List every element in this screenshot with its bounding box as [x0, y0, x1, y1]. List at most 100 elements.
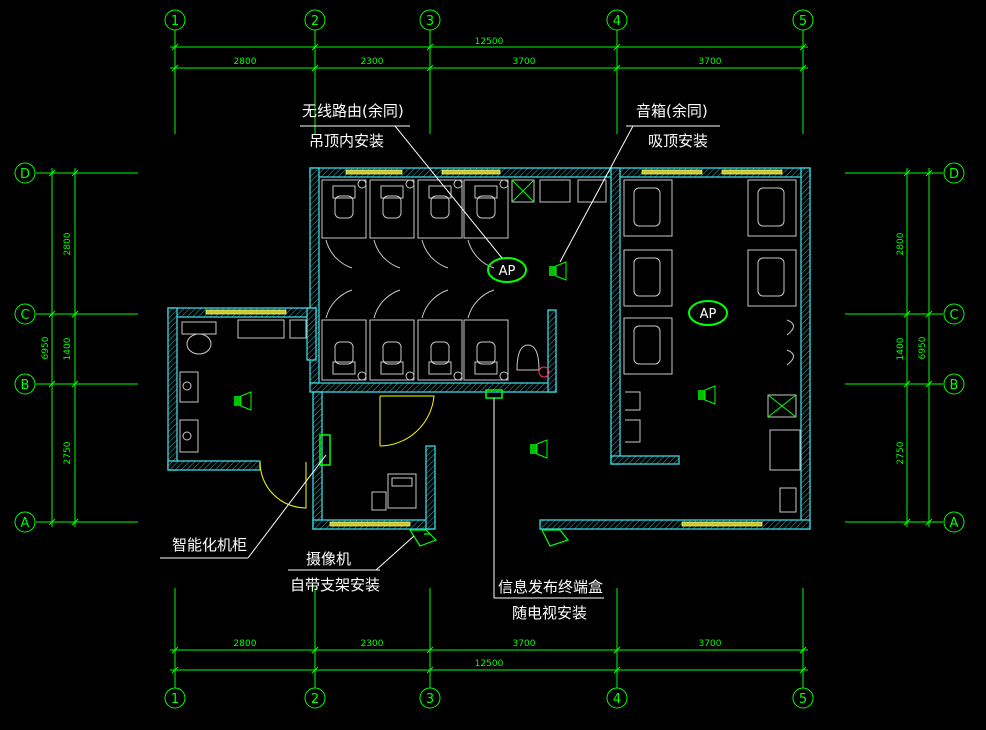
annotation-router-line-1: 无线路由(余同): [302, 102, 404, 120]
axis-bubble-A-right: A: [943, 511, 965, 533]
toilet-bowl: [633, 325, 661, 365]
dim-col-3-top: 3700: [513, 57, 536, 67]
dim-col-2-top: 2300: [361, 57, 384, 67]
dim-col-4-bottom: 3700: [699, 639, 722, 649]
toilet-stall: [417, 179, 463, 239]
toilet-bowl: [633, 187, 661, 227]
axis-label-1-bottom: 1: [171, 692, 179, 707]
annotation-camera-line-2: 自带支架安装: [290, 576, 380, 594]
dim-col-3-bottom: 3700: [513, 639, 536, 649]
dim-row-1-right: 2800: [896, 232, 906, 255]
dim-row-2-right: 1400: [896, 337, 906, 360]
dim-total-right: 6950: [918, 336, 928, 359]
axis-label-C-left: C: [20, 308, 29, 323]
toilet-stalls-top: [321, 179, 801, 513]
axis-label-5-top: 5: [799, 14, 807, 29]
toilet-stall: [623, 317, 673, 375]
toilet-tank: [332, 185, 356, 199]
toilet-stall: [463, 319, 509, 381]
cabinet-icon: [319, 434, 331, 466]
speaker-icon: [234, 391, 252, 411]
annotation-camera-line-1: 摄像机: [306, 550, 351, 568]
dim-col-2-bottom: 2300: [361, 639, 384, 649]
axis-bubble-A-left: A: [14, 511, 36, 533]
axis-bubble-3-bottom: 3: [419, 687, 441, 709]
toilet-stall: [747, 179, 797, 237]
dim-col-4-top: 3700: [699, 57, 722, 67]
axis-bubble-D-left: D: [14, 162, 36, 184]
axis-label-2-bottom: 2: [311, 692, 319, 707]
axis-bubble-5-top: 5: [792, 9, 814, 31]
axis-label-D-left: D: [20, 167, 30, 182]
annotation-terminal-line-2: 随电视安装: [512, 604, 587, 622]
toilet-bowl: [334, 195, 354, 219]
axis-label-5-bottom: 5: [799, 692, 807, 707]
annotation-speaker-line-2: 吸顶安装: [648, 132, 708, 150]
toilet-tank: [380, 361, 404, 375]
dim-total-top: 12500: [475, 37, 504, 47]
axis-bubble-2-bottom: 2: [304, 687, 326, 709]
dim-col-1-bottom: 2800: [234, 639, 257, 649]
toilet-bowl: [476, 341, 496, 365]
axis-bubble-2-top: 2: [304, 9, 326, 31]
toilet-stall: [623, 179, 673, 237]
toilet-tank: [380, 185, 404, 199]
annotation-router-line-2: 吊顶内安装: [309, 132, 384, 150]
toilet-stall: [369, 179, 415, 239]
axis-bubble-4-top: 4: [606, 9, 628, 31]
dim-row-3-left: 2750: [63, 441, 73, 464]
axis-label-4-bottom: 4: [613, 692, 621, 707]
axis-label-D-right: D: [949, 167, 959, 182]
toilet-tank: [428, 361, 452, 375]
toilet-stall: [321, 179, 367, 239]
annotation-cabinet: 智能化机柜: [172, 536, 247, 554]
axis-label-4-top: 4: [613, 14, 621, 29]
axis-label-2-top: 2: [311, 14, 319, 29]
ap-device-1: AP: [487, 257, 527, 283]
toilet-bowl: [430, 195, 450, 219]
dim-row-3-right: 2750: [896, 441, 906, 464]
dim-row-2-left: 1400: [63, 337, 73, 360]
dim-row-1-left: 2800: [63, 232, 73, 255]
toilet-bowl: [633, 257, 661, 297]
camera-icon: [541, 529, 570, 547]
axis-label-B-right: B: [950, 378, 959, 393]
toilet-bowl: [334, 341, 354, 365]
walls: [167, 167, 811, 530]
axis-bubble-1-top: 1: [164, 9, 186, 31]
doors: [259, 395, 435, 509]
toilet-stall: [463, 179, 509, 239]
axis-label-A-left: A: [21, 516, 30, 531]
axis-bubble-B-right: B: [943, 373, 965, 395]
annotation-speaker-line-1: 音箱(余同): [636, 102, 708, 120]
ap-device-2: AP: [688, 300, 728, 326]
dimension-lines: [48, 43, 933, 674]
toilet-bowl: [757, 257, 785, 297]
windows: [205, 169, 783, 527]
toilet-bowl: [382, 341, 402, 365]
toilet-bowl: [476, 195, 496, 219]
axis-bubble-B-left: B: [14, 373, 36, 395]
dim-col-1-top: 2800: [234, 57, 257, 67]
axis-label-C-right: C: [949, 308, 958, 323]
toilet-stall: [623, 249, 673, 307]
dim-total-left: 6950: [41, 336, 51, 359]
axis-label-3-top: 3: [426, 14, 434, 29]
toilet-stall: [369, 319, 415, 381]
speaker-icon: [549, 261, 567, 281]
toilet-stall: [321, 319, 367, 381]
ap-label-2: AP: [700, 307, 717, 322]
axis-bubble-C-left: C: [14, 303, 36, 325]
toilet-tank: [474, 185, 498, 199]
axis-label-A-right: A: [950, 516, 959, 531]
axis-bubble-D-right: D: [943, 162, 965, 184]
toilet-stall: [417, 319, 463, 381]
leader-lines: [160, 125, 720, 599]
accessible-toilet-fixtures: [179, 319, 307, 453]
equipment-room-furniture: [371, 473, 417, 511]
toilet-tank: [474, 361, 498, 375]
speaker-icon: [698, 385, 716, 405]
axis-lines: [36, 30, 943, 688]
axis-bubble-5-bottom: 5: [792, 687, 814, 709]
